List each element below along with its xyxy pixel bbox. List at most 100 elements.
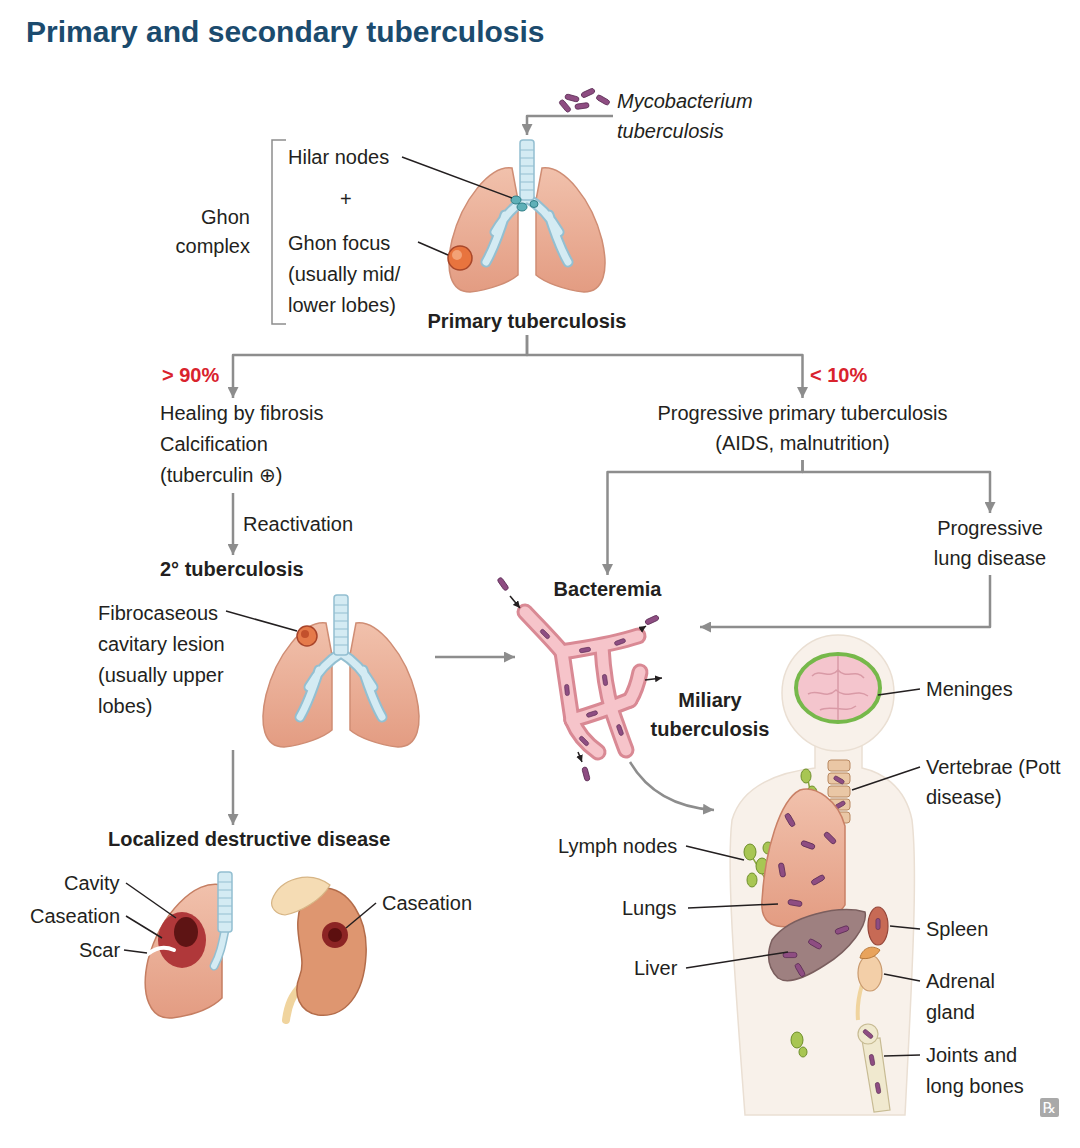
vertebrae	[828, 760, 850, 771]
femur	[862, 1029, 873, 1039]
bacilli-cluster	[565, 94, 580, 103]
liver	[808, 938, 823, 950]
blood-vessel	[562, 652, 572, 720]
blood-vessel	[612, 711, 626, 750]
liver	[769, 910, 866, 981]
brain-meninges	[796, 654, 880, 722]
body-lung	[762, 789, 845, 927]
brain-meninges	[837, 656, 839, 720]
spleen	[868, 907, 888, 945]
leader-line	[402, 157, 512, 198]
leader-line	[226, 611, 297, 631]
femur	[858, 1024, 878, 1044]
blood-vessel	[562, 652, 572, 720]
kidney	[272, 877, 330, 915]
primary-lungs	[517, 203, 527, 211]
blood-vessel	[525, 612, 562, 652]
bracket	[272, 140, 286, 324]
liver	[769, 910, 866, 981]
blood-vessel	[572, 720, 598, 752]
callout-label: Caseation	[30, 903, 120, 929]
bacilli-cluster	[559, 88, 611, 113]
leader-line	[686, 846, 744, 860]
node-text: 2° tuberculosis	[160, 555, 435, 583]
cavitary-lung	[145, 872, 232, 1018]
organ-label: Joints and long bones	[926, 1040, 1041, 1102]
cavitary-lung	[214, 930, 225, 966]
flow-arrow	[435, 656, 515, 659]
leader-line	[126, 883, 176, 918]
kidney	[328, 928, 342, 942]
lymph-node	[799, 1047, 807, 1057]
leader-line	[686, 952, 788, 968]
flow-arrow	[232, 750, 235, 825]
small-arrow	[640, 626, 646, 630]
outcome-node: Progressive lung disease	[925, 513, 1055, 575]
body-figure	[782, 635, 894, 751]
leader-line	[884, 1055, 920, 1056]
callout-label: Scar	[79, 937, 120, 963]
blood-vessel	[525, 612, 562, 652]
blood-vessel	[572, 720, 598, 752]
bacilli-in-blood	[602, 674, 608, 686]
body-lung	[788, 899, 803, 907]
bacilli-cluster	[559, 99, 572, 113]
flow-arrow	[700, 575, 990, 627]
body-lung	[778, 863, 786, 878]
outcome-node: Healing by fibrosisCalcification(tubercu…	[160, 398, 360, 493]
flow-arrow	[527, 335, 803, 398]
cavitary-lung	[214, 930, 225, 966]
blood-vessel	[572, 700, 630, 720]
body-lung	[784, 813, 796, 828]
percentage-label: < 10%	[808, 362, 869, 388]
callout-label: Hilar nodes	[288, 144, 389, 170]
stage-node: Primary tuberculosis	[417, 135, 637, 335]
node-text: Mycobacterium tuberculosis	[617, 86, 767, 146]
node-text: Progressive lung disease	[925, 513, 1055, 573]
node-text: Progressive primary tuberculosis	[630, 398, 975, 428]
callout-label: Ghon focus (usually mid/ lower lobes)	[288, 228, 412, 321]
adrenal-kidney	[860, 947, 880, 958]
organ-label: Liver	[634, 955, 677, 981]
leader-line	[884, 974, 920, 981]
organ-label: Vertebrae (Pott disease)	[926, 752, 1061, 812]
publisher-logo: ℞	[1040, 1098, 1059, 1117]
leader-line	[124, 883, 376, 953]
organism-label: Mycobacterium tuberculosis	[617, 86, 767, 148]
secondary-lungs	[301, 630, 309, 638]
blood-vessel	[525, 612, 640, 752]
bacilli-in-blood	[582, 767, 591, 782]
bacilli-in-blood	[497, 577, 660, 782]
leader-line	[686, 689, 920, 1056]
body-lung	[801, 840, 816, 850]
primary-lungs	[452, 250, 462, 260]
cavitary-lung	[174, 917, 198, 947]
bacilli-in-blood	[579, 736, 590, 747]
small-arrow	[578, 752, 582, 762]
body-figure	[730, 740, 914, 1115]
spleen	[876, 918, 880, 929]
organ-label: Spleen	[926, 916, 988, 942]
flow-arrow	[527, 116, 613, 135]
bacilli-in-blood	[564, 684, 569, 696]
edge-label: Reactivation	[241, 511, 355, 537]
primary-lungs	[448, 246, 472, 270]
lymph-node	[744, 844, 756, 860]
diagram-title: Primary and secondary tuberculosis	[26, 14, 545, 50]
callout-label: Caseation	[382, 890, 472, 916]
cavitary-lung	[158, 912, 206, 968]
leader-line	[346, 903, 376, 928]
cavitary-lung	[218, 882, 232, 922]
bacilli-in-blood	[614, 638, 626, 646]
bacilli-in-blood	[579, 647, 591, 653]
lymph-node	[791, 1032, 803, 1048]
organ-label: Meninges	[926, 676, 1013, 702]
body-lung	[823, 831, 837, 845]
vertebrae	[833, 775, 845, 784]
liver	[835, 925, 850, 935]
blood-vessel	[612, 711, 626, 750]
femur	[858, 1024, 890, 1112]
cavitary-lung	[218, 872, 232, 932]
leader-line	[418, 242, 448, 255]
